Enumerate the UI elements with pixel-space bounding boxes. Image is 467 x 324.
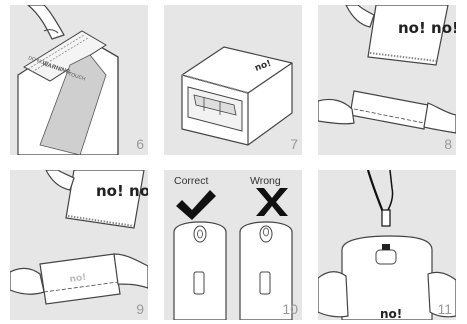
brand-logo: no! no!: [398, 19, 456, 37]
step-number: 11: [437, 301, 452, 317]
step-number: 6: [136, 136, 144, 152]
step-8-panel: no! no! 8: [318, 5, 456, 155]
step-9-illustration: no! no! no!: [10, 170, 148, 320]
step-7-panel: no! 7: [164, 5, 302, 155]
step-number: 8: [444, 136, 452, 152]
step-number: 9: [136, 301, 144, 317]
check-icon: [176, 190, 216, 220]
step-number: 7: [290, 136, 298, 152]
step-9-panel: no! no! no! 9: [10, 170, 148, 320]
step-8-illustration: no! no!: [318, 5, 456, 155]
step-10-illustration: [164, 170, 302, 320]
step-number: 10: [282, 301, 298, 317]
brand-logo: no! no!: [96, 182, 148, 200]
step-6-illustration: WARNING DO NOT TOUCH: [10, 5, 148, 155]
step-11-illustration: no!: [318, 170, 456, 320]
step-7-illustration: no!: [164, 5, 302, 155]
step-6-panel: WARNING DO NOT TOUCH 6: [10, 5, 148, 155]
brand-logo: no!: [380, 307, 402, 320]
step-10-panel: Correct Wrong 10: [164, 170, 302, 320]
cross-icon: [256, 188, 288, 216]
step-11-panel: no! 11: [318, 170, 456, 320]
